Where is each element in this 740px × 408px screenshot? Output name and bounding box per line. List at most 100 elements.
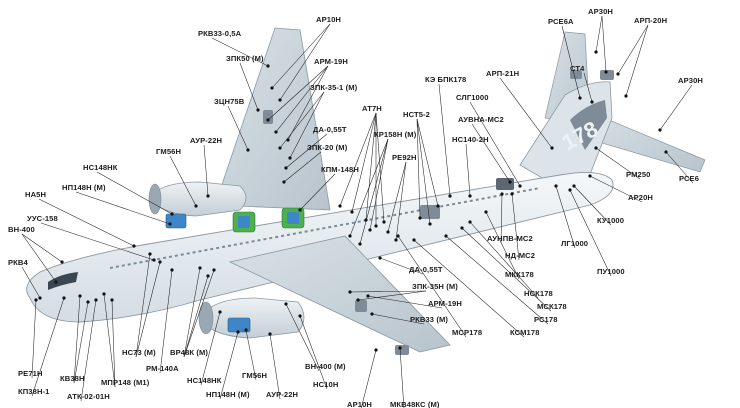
label-ar10n-top: АР10Н <box>316 15 341 24</box>
leader-dot-da055-top-0 <box>284 166 287 169</box>
label-lg1000: ЛГ1000 <box>561 239 588 248</box>
label-na5n: НА5Н <box>25 190 46 199</box>
label-msk178: МСК178 <box>537 302 567 311</box>
label-ke-bpk178: КЭ БПК178 <box>425 75 466 84</box>
leader-dot-rm250-0 <box>594 146 597 149</box>
label-mpr148: МПР148 (М1) <box>101 378 150 387</box>
leader-dot-pkv33-0-5a-0 <box>266 64 269 67</box>
leader-arp21n-0 <box>500 78 552 148</box>
label-gm56n-bottom: ГМ56Н <box>242 371 267 380</box>
leader-dot-np148n-top-0 <box>168 222 171 225</box>
leader-dot-ar10n-top-0 <box>270 86 273 89</box>
leader-dot-ns148nk-bottom-0 <box>218 310 221 313</box>
leader-dot-ns140-2n-0 <box>468 194 471 197</box>
label-aur22n-top: АУР-22Н <box>190 136 222 145</box>
leader-dot-ns73-0 <box>148 252 151 255</box>
label-kr158n: КР158Н (М) <box>374 130 417 139</box>
leader-dot-aur22n-top-0 <box>206 194 209 197</box>
leader-dot-msr178-0 <box>396 234 399 237</box>
leader-mkv48ks-0 <box>400 348 404 408</box>
leader-dot-nc148nk-top-0 <box>170 212 173 215</box>
label-ns10n: НС10Н <box>313 380 338 389</box>
label-msr178: МСР178 <box>452 328 482 337</box>
label-pkv33-0-5a: РКВ33-0,5А <box>198 29 242 38</box>
leader-dot-at7n-0 <box>338 204 341 207</box>
leader-auvna-ms2-0 <box>472 124 510 182</box>
leader-dot-kp38n1-0 <box>62 296 65 299</box>
label-nd-ms2: НД-МС2 <box>505 251 535 260</box>
label-zpk35n: ЗПК-35Н (М) <box>412 282 458 291</box>
leader-dot-mpr148-1 <box>110 298 113 301</box>
leader-dot-gm56n-top-0 <box>194 204 197 207</box>
label-mkv48ks: МКВ48КС (М) <box>390 400 440 408</box>
leader-dot-nd-ms2-0 <box>510 192 513 195</box>
leader-dot-kv38n-0 <box>78 294 81 297</box>
leader-dot-na5n-0 <box>132 244 135 247</box>
leader-dot-ar30n-top-0 <box>594 50 597 53</box>
label-nsk178: НСК178 <box>524 289 553 298</box>
equipment-box-grey-7 <box>395 345 409 355</box>
leader-dot-rm140a-0 <box>170 268 173 271</box>
label-zpk20: ЗПК-20 (М) <box>307 143 348 152</box>
leader-dot-nst5-2-2 <box>436 204 439 207</box>
leader-dot-zcn75v-0 <box>246 148 249 151</box>
leader-dot-nst5-2-0 <box>418 216 421 219</box>
leader-dot-ku1000-0 <box>572 184 575 187</box>
label-arp21n: АРП-21Н <box>486 69 519 78</box>
leader-dot-zpk20-0 <box>282 180 285 183</box>
label-pu1000: ПУ1000 <box>597 267 625 276</box>
leader-dot-zpk35-1-0 <box>278 146 281 149</box>
leader-dot-ar30n-top-1 <box>604 70 607 73</box>
leader-ar30n-top-1 <box>602 16 606 72</box>
leader-dot-nsk178-0 <box>468 220 471 223</box>
label-auvna-ms2: АУВНА-МС2 <box>458 115 504 124</box>
leader-re71n-0 <box>32 300 36 378</box>
leader-dot-zpk35-1-1 <box>288 156 291 159</box>
label-kpm148n: КПМ-148Н <box>321 165 359 174</box>
leader-dot-rkv4-0 <box>38 296 41 299</box>
leader-dot-arm19n-top-1 <box>274 130 277 133</box>
label-ar20n: АР20Н <box>628 193 653 202</box>
leader-dot-ar20n-0 <box>588 174 591 177</box>
leader-np148n-bottom-0 <box>220 332 238 399</box>
label-zcn75v: ЗЦН75В <box>214 97 245 106</box>
label-rm140a: РМ-140А <box>146 364 179 373</box>
label-rkv4: РКВ4 <box>8 258 28 267</box>
leader-vn400-left-0 <box>22 234 62 262</box>
label-mkk178: МКК178 <box>505 270 534 279</box>
leader-nst5-2-2 <box>417 119 438 206</box>
leader-dot-rkv33-0 <box>370 312 373 315</box>
leader-dot-nst5-2-1 <box>428 222 431 225</box>
equipment-box-grey <box>496 178 514 190</box>
leader-ar30n-top-0 <box>596 16 602 52</box>
leader-dot-zpk35n-1 <box>356 298 359 301</box>
leader-dot-mpr148-0 <box>102 292 105 295</box>
leader-dot-st4-0 <box>590 100 593 103</box>
leader-ke-bpk178-0 <box>439 84 450 196</box>
label-arp20n: АРП-20Н <box>634 16 667 25</box>
leader-dot-aunpv-ms2-0 <box>500 192 503 195</box>
label-zpk50: ЗПК50 (М) <box>226 54 264 63</box>
leader-rs178-0 <box>446 236 548 324</box>
label-nc148nk-top: НС148НК <box>83 163 118 172</box>
leader-dot-rs178-0 <box>444 234 447 237</box>
leader-dot-re71n-0 <box>34 298 37 301</box>
label-at7n: АТ7Н <box>362 104 382 113</box>
leader-dot-ns10n-0 <box>298 314 301 317</box>
label-np148n-bottom: НП148Н (М) <box>206 390 250 399</box>
leader-dot-da055-bottom-0 <box>378 256 381 259</box>
label-rse6: РСЕ6 <box>679 174 699 183</box>
leader-dot-ar10n-top-1 <box>278 98 281 101</box>
label-vn400-left: ВН-400 <box>8 225 35 234</box>
leader-dot-ksm178-0 <box>412 238 415 241</box>
leader-dot-ar10n-bottom-0 <box>374 348 377 351</box>
label-np148n-top: НП148Н (М) <box>62 183 106 192</box>
label-re71n: РЕ71Н <box>18 369 43 378</box>
leader-dot-re92n-0 <box>386 230 389 233</box>
leader-dot-rse6-0 <box>664 150 667 153</box>
leader-arp20n-0 <box>618 25 648 74</box>
label-st4: СТ4 <box>570 64 585 73</box>
